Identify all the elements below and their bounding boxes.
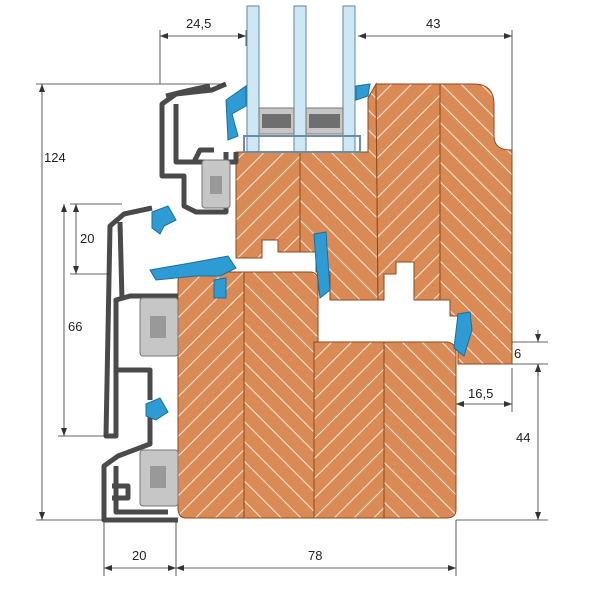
triple-glazing [243, 5, 361, 153]
gasket-frame-left [213, 277, 227, 299]
dim-drip-offset: 6 [514, 346, 521, 361]
frame-lamella-4 [383, 341, 457, 519]
dimension-lines [36, 30, 548, 576]
fixing-clips [139, 159, 231, 507]
gasket-glass-outer [225, 85, 247, 141]
desiccant-1 [262, 114, 291, 128]
dimension-arrows [39, 33, 541, 571]
dim-frame-height: 44 [516, 430, 530, 445]
gasket-sill [145, 397, 169, 421]
clip-2-core [150, 316, 166, 338]
dim-glass-to-edge: 43 [426, 16, 440, 31]
gasket-glass-inner [355, 83, 371, 101]
sash-lamella-left [235, 151, 301, 259]
dim-sash-height: 66 [68, 319, 82, 334]
gasket-weather [453, 311, 473, 357]
gaskets [145, 83, 473, 421]
glass-pane-middle [293, 5, 307, 153]
glazing-bead-bottom [243, 135, 361, 153]
dim-glass-rebate: 24,5 [186, 16, 211, 31]
gasket-centre [313, 231, 331, 299]
desiccant-2 [309, 114, 340, 128]
dim-total-height: 124 [44, 150, 66, 165]
dim-sash-overlap: 20 [80, 231, 94, 246]
dim-drip-depth: 16,5 [468, 386, 493, 401]
frame-lamella-1 [177, 271, 245, 519]
glass-pane-outer [246, 5, 260, 153]
frame-lamella-3 [313, 341, 385, 519]
frame-wood [177, 271, 457, 519]
gasket-frame-top [149, 255, 237, 281]
dim-cladding-depth: 20 [132, 548, 146, 563]
dim-frame-depth: 78 [308, 548, 322, 563]
clip-3-core [150, 466, 166, 488]
frame-cladding [103, 205, 178, 439]
frame-lamella-2 [243, 271, 319, 519]
sill-cladding [101, 408, 178, 523]
gasket-sash-cladding [151, 205, 177, 235]
clip-1-core [210, 176, 222, 194]
glass-pane-inner [342, 5, 356, 153]
sash-lamella-right [375, 83, 441, 301]
sash-outer-profile [439, 83, 513, 365]
